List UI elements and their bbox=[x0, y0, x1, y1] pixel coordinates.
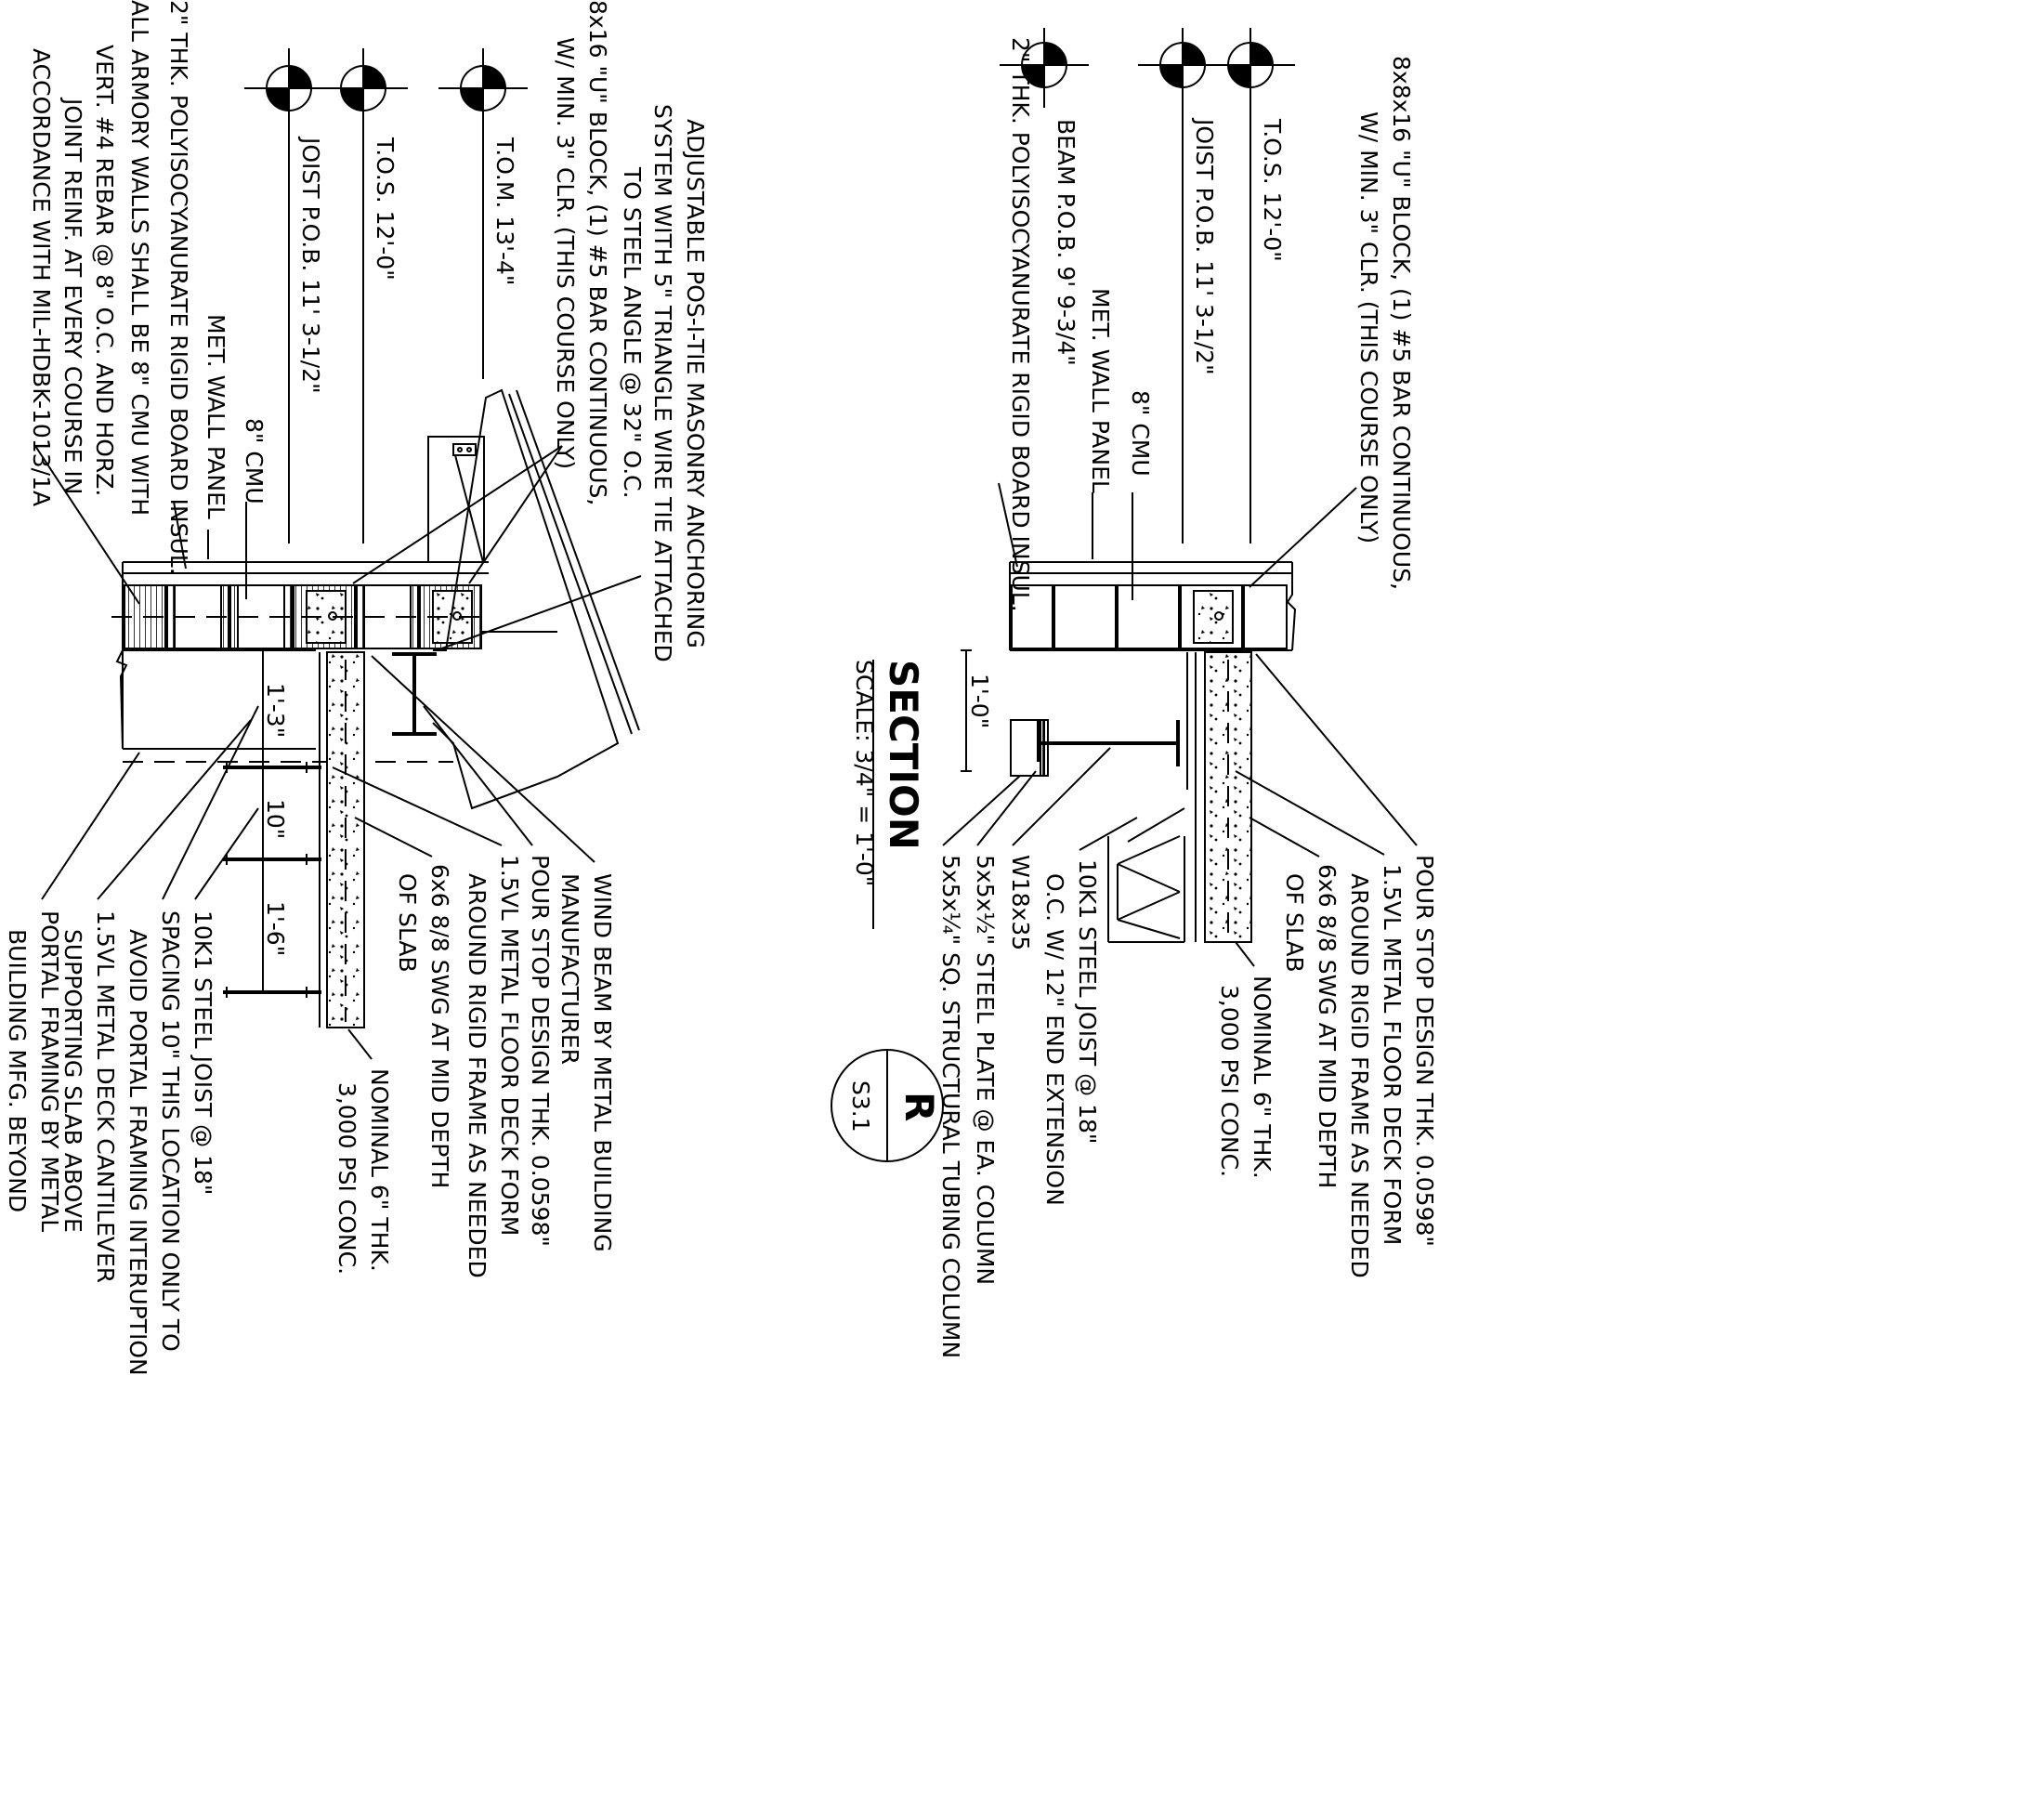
r-joist-label-1: 10K1 STEEL JOIST @ 18" bbox=[1074, 859, 1101, 1144]
r-beam-label: W18x35 bbox=[1007, 855, 1034, 950]
concrete-label-1: NOMINAL 6" THK. bbox=[366, 1068, 393, 1272]
r-pour-stop-label: POUR STOP DESIGN THK. 0.0598" bbox=[1411, 855, 1438, 1247]
r-beam-pob-label: BEAM P.O.B. 9' 9-3/4" bbox=[1053, 119, 1079, 366]
steel-joist bbox=[1107, 807, 1185, 943]
pos-i-tie-label-2: SYSTEM WITH 5" TRIANGLE WIRE TIE ATTACHE… bbox=[649, 104, 676, 662]
pour-stop-label: POUR STOP DESIGN THK. 0.0598" bbox=[527, 855, 554, 1247]
joist-label: 10K1 STEEL JOIST @ 18" bbox=[190, 910, 216, 1195]
tom-label: T.O.M. 13'-4" bbox=[491, 137, 518, 285]
steel-joist bbox=[223, 762, 321, 773]
pos-i-tie-label-3: TO STEEL ANGLE @ 32" O.C. bbox=[619, 166, 646, 499]
armory-wall-note-3: JOINT REINF. AT EVERY COURSE IN bbox=[59, 97, 86, 494]
leader-lines bbox=[34, 445, 1418, 1060]
armory-wall-note-2: VERT. #4 REBAR @ 8" O.C. AND HORZ. bbox=[91, 45, 118, 496]
r-rigid-insul-label: 2" THK. POLYISOCYANURATE RIGID BOARD INS… bbox=[1007, 37, 1034, 612]
r-wall-panel-label: MET. WALL PANEL bbox=[1087, 288, 1114, 493]
wind-beam-label-1: WIND BEAM BY METAL BUILDING bbox=[589, 873, 616, 1252]
r-wwf-label-2: OF SLAB bbox=[1281, 873, 1308, 973]
r-cmu-label: 8" CMU bbox=[1127, 390, 1154, 477]
r-plate-label: 5x5x½" STEEL PLATE @ EA. COLUMN bbox=[972, 855, 999, 1285]
dim-10: 10" bbox=[262, 799, 289, 839]
spacing-note-2: AVOID PORTAL FRAMING INTERUPTION bbox=[124, 929, 151, 1376]
r-tos-label: T.O.S. 12'-0" bbox=[1259, 118, 1286, 262]
rigid-insul-label: 2" THK. POLYISOCYANURATE RIGID BOARD INS… bbox=[165, 0, 192, 575]
detail-letter: R bbox=[896, 1092, 942, 1121]
u-block-label-2: W/ MIN. 3" CLR. (THIS COURSE ONLY) bbox=[552, 37, 579, 469]
r-concrete-label-1: NOMINAL 6" THK. bbox=[1249, 975, 1276, 1179]
r-u-block-label-2: W/ MIN. 3" CLR. (THIS COURSE ONLY) bbox=[1355, 111, 1382, 543]
floor-deck-label-1: 1.5VL METAL FLOOR DECK FORM bbox=[496, 855, 523, 1236]
wind-beam-label-2: MANUFACTURER bbox=[556, 873, 583, 1065]
pos-i-tie-label-1: ADJUSTABLE POS-I-TIE MASONRY ANCHORING bbox=[682, 119, 709, 648]
title-block: SECTION SCALE: 3/4" = 1'-0" R S3.1 bbox=[831, 660, 944, 1162]
section-title: SECTION bbox=[881, 660, 926, 850]
r-concrete-label-2: 3,000 PSI CONC. bbox=[1216, 985, 1243, 1177]
joist-pob-label: JOIST P.O.B. 11' 3-1/2" bbox=[297, 136, 324, 394]
portal-framing-1: PORTAL FRAMING BY METAL bbox=[36, 910, 63, 1232]
wwf-label-2: OF SLAB bbox=[394, 873, 421, 973]
wwf-label-1: 6x6 8/8 SWG AT MID DEPTH bbox=[426, 864, 453, 1188]
tos-label: T.O.S. 12'-0" bbox=[372, 137, 399, 281]
right-labels: 8x8x16 "U" BLOCK, (1) #5 BAR CONTINUOUS,… bbox=[937, 37, 1438, 1358]
r-wwf-label-1: 6x6 8/8 SWG AT MID DEPTH bbox=[1314, 864, 1341, 1188]
elevation-marker bbox=[319, 48, 408, 130]
deck-cantilever-2: SUPPORTING SLAB ABOVE bbox=[59, 929, 86, 1233]
deck-cantilever-1: 1.5VL METAL DECK CANTILEVER bbox=[92, 910, 119, 1283]
r-floor-deck-label-1: 1.5VL METAL FLOOR DECK FORM bbox=[1379, 864, 1406, 1245]
r-column-label: 5x5x¼" SQ. STRUCTURAL TUBING COLUMN bbox=[937, 855, 964, 1358]
wall-panel-label: MET. WALL PANEL bbox=[203, 314, 229, 519]
dim-1-6: 1'-6" bbox=[262, 901, 289, 956]
r-dim-1-0: 1'-0" bbox=[966, 674, 993, 728]
cmu-label: 8" CMU bbox=[241, 418, 268, 504]
u-block-label-1: 8x16 "U" BLOCK, (1) #5 BAR CONTINUOUS, bbox=[584, 0, 611, 505]
r-floor-deck-label-2: AROUND RIGID FRAME AS NEEDED bbox=[1346, 873, 1373, 1278]
armory-wall-note-1: ALL ARMORY WALLS SHALL BE 8" CMU WITH bbox=[126, 0, 153, 516]
sheet-number: S3.1 bbox=[847, 1080, 874, 1133]
r-joist-pob-label: JOIST P.O.B. 11' 3-1/2" bbox=[1191, 117, 1218, 375]
floor-deck-label-2: AROUND RIGID FRAME AS NEEDED bbox=[464, 873, 491, 1278]
r-joist-label-2: O.C. W/ 12" END EXTENSION bbox=[1041, 873, 1068, 1206]
steel-joist bbox=[223, 854, 321, 865]
elevation-marker bbox=[1000, 28, 1089, 108]
dim-1-3: 1'-3" bbox=[262, 683, 289, 738]
left-detail bbox=[111, 48, 640, 1028]
portal-framing-2: BUILDING MFG. BEYOND bbox=[4, 929, 31, 1212]
armory-wall-note-4: ACCORDANCE WITH MIL-HDBK-1013/1A bbox=[28, 48, 55, 506]
r-u-block-label-1: 8x8x16 "U" BLOCK, (1) #5 BAR CONTINUOUS, bbox=[1388, 56, 1415, 590]
spacing-note-1: SPACING 10" THIS LOCATION ONLY TO bbox=[157, 910, 184, 1352]
left-labels: ALL ARMORY WALLS SHALL BE 8" CMU WITH VE… bbox=[4, 0, 709, 1376]
steel-joist bbox=[223, 987, 321, 998]
right-detail bbox=[961, 28, 1297, 943]
concrete-label-2: 3,000 PSI CONC. bbox=[334, 1082, 360, 1275]
